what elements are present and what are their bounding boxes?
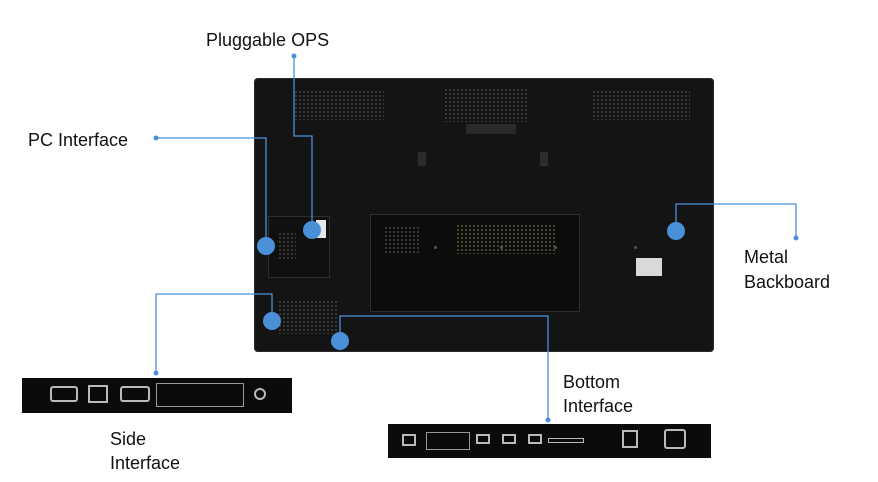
side-interface-leader	[155, 293, 273, 372]
bolt-2	[500, 246, 503, 249]
side-interface-end-dot	[153, 370, 159, 376]
top-vent-center	[444, 88, 528, 122]
pluggable-ops-dot	[291, 53, 297, 59]
metal-backboard-label-line1: Metal	[744, 247, 789, 267]
card-slot-icon	[548, 438, 584, 443]
bottom-interface-leader	[339, 315, 549, 420]
bottom-interface-label-line2: Interface	[563, 396, 634, 416]
vesa-bracket-left	[418, 152, 426, 166]
pluggable-ops-marker	[303, 221, 321, 239]
lower-left-vent	[278, 300, 338, 334]
bolt-4	[634, 246, 637, 249]
pc-interface-marker	[257, 237, 275, 255]
bolt-1	[434, 246, 437, 249]
serial-sticker	[636, 258, 662, 276]
usb-port-3-icon	[528, 434, 542, 444]
bottom-interface-marker	[331, 332, 349, 350]
bottom-interface-label-line1: Bottom	[563, 372, 621, 392]
bolt-3	[554, 246, 557, 249]
rating-label	[466, 124, 516, 134]
cover-vent-center	[456, 224, 556, 254]
side-interface-marker	[263, 312, 281, 330]
pluggable-ops-leader	[293, 56, 313, 228]
ethernet-port-icon	[88, 385, 108, 403]
ops-slot-sticker	[316, 220, 326, 238]
vga-port-icon	[120, 386, 150, 402]
metal-backboard-end-dot	[793, 235, 799, 241]
ac-power-inlet-icon	[664, 429, 686, 449]
ops-slot-vent	[278, 232, 296, 260]
pc-interface-leader	[156, 137, 267, 244]
pc-interface-start-dot	[153, 135, 159, 141]
main-cover-plate	[370, 214, 580, 312]
side-interface-label-line1: Side	[110, 429, 147, 449]
vesa-bracket-right	[540, 152, 548, 166]
rocker-switch-icon	[622, 430, 638, 448]
cover-vent-left	[384, 226, 420, 254]
pc-interface-label: PC Interface	[28, 130, 129, 150]
bottom-interface-end-dot	[545, 417, 551, 423]
usb-port-1-icon	[476, 434, 490, 444]
usb-port-2-icon	[502, 434, 516, 444]
side-interface-label-line2: Interface	[110, 453, 181, 473]
rs232-port-icon	[50, 386, 78, 402]
pluggable-ops-label: Pluggable OPS	[206, 30, 330, 50]
metal-backboard-leader	[675, 203, 797, 238]
metal-backboard-label-line2: Backboard	[744, 272, 831, 292]
metal-backboard-marker	[667, 222, 685, 240]
hdmi-port-group-icon	[426, 432, 470, 450]
top-vent-right	[592, 90, 690, 120]
bottom-interface-strip	[388, 424, 711, 458]
display-back-panel	[254, 78, 714, 352]
audio-jack-group-icon	[156, 383, 244, 407]
usb-b-port-icon	[402, 434, 416, 446]
power-button-icon	[254, 388, 266, 400]
side-interface-strip	[22, 378, 292, 413]
top-vent-left	[294, 90, 384, 120]
